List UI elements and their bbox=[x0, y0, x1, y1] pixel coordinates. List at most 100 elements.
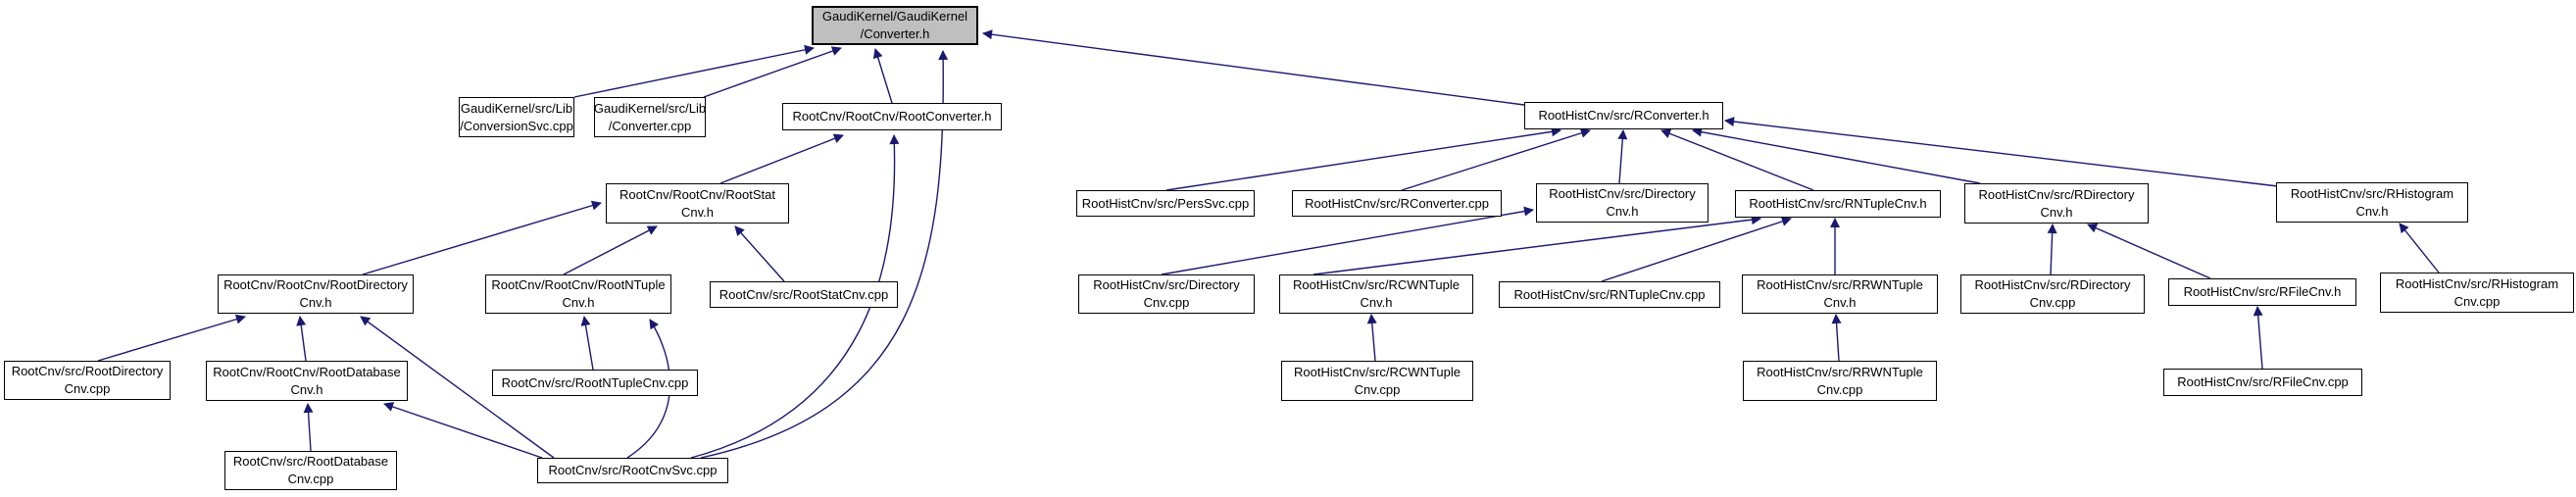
graph-node-label: RootHistCnv/src/RRWNTuple bbox=[1757, 277, 1923, 292]
edge-rfilecnv_h-to-rdirectorycnv_h bbox=[2087, 224, 2211, 279]
graph-node-label: RootCnv/src/RootNTupleCnv.cpp bbox=[501, 374, 689, 390]
edge-rntuplecnv_h-to-rconverter_h bbox=[1660, 128, 1814, 191]
graph-node-label: Cnv.cpp bbox=[2029, 295, 2076, 310]
edge-rcwntuplecnv_cpp-to-rcwntuplecnv_h bbox=[1366, 314, 1377, 362]
graph-node-rfilecnv_cpp[interactable]: RootHistCnv/src/RFileCnv.cpp bbox=[2163, 369, 2362, 396]
graph-node-label: GaudiKernel/src/Lib bbox=[593, 100, 707, 116]
edge-rootconverter_h-to-converter_h bbox=[872, 48, 893, 104]
graph-node-rootstatcnv_cpp[interactable]: RootCnv/src/RootStatCnv.cpp bbox=[710, 281, 898, 308]
edge-rootcnvsvc_cpp-to-converter_h bbox=[700, 50, 949, 459]
graph-node-label: Cnv.h bbox=[562, 295, 595, 310]
graph-node-conversionsvc_cpp[interactable]: GaudiKernel/src/Lib/ConversionSvc.cpp bbox=[459, 97, 574, 137]
graph-node-rootntuplecnv_cpp[interactable]: RootCnv/src/RootNTupleCnv.cpp bbox=[492, 370, 698, 396]
graph-node-label: /Converter.h bbox=[860, 26, 930, 41]
graph-node-label: RootCnv/RootCnv/RootDatabase bbox=[213, 364, 401, 379]
graph-node-label: RootCnv/RootCnv/RootNTuple bbox=[491, 277, 666, 292]
graph-node-label: Cnv.cpp bbox=[287, 472, 334, 486]
graph-node-label: RootHistCnv/src/RDirectory bbox=[1978, 186, 2135, 202]
edge-rntuplecnv_cpp-to-rntuplecnv_h bbox=[1601, 217, 1792, 282]
edge-conversionsvc_cpp-to-converter_h bbox=[573, 44, 815, 98]
graph-node-label: Cnv.h bbox=[2040, 204, 2073, 220]
graph-node-label: RootCnv/RootCnv/RootStat bbox=[619, 186, 775, 202]
graph-node-perssvc_cpp[interactable]: RootHistCnv/src/PersSvc.cpp bbox=[1076, 190, 1255, 217]
edge-rootdirectorycnv_cpp-to-rootdirectorycnv_h bbox=[97, 314, 246, 362]
graph-node-label: Cnv.cpp bbox=[64, 381, 111, 396]
edge-rhistogramcnv_h-to-rconverter_h bbox=[1724, 117, 2279, 187]
graph-node-rootconverter_h[interactable]: RootCnv/RootCnv/RootConverter.h bbox=[782, 103, 1002, 130]
edge-rrwntuplecnv_cpp-to-rrwntuplecnv_h bbox=[1831, 314, 1842, 362]
edge-rconverter_h-to-converter_h bbox=[982, 29, 1525, 106]
graph-node-converter_cpp[interactable]: GaudiKernel/src/Lib/Converter.cpp bbox=[594, 97, 706, 137]
include-edges bbox=[97, 29, 2440, 459]
graph-node-label: RootCnv/src/RootStatCnv.cpp bbox=[718, 286, 889, 302]
edge-rootntuplecnv_h-to-rootstatcnv_h bbox=[563, 225, 658, 275]
graph-node-rootcnvsvc_cpp[interactable]: RootCnv/src/RootCnvSvc.cpp bbox=[537, 458, 728, 483]
edge-rdirectorycnv_h-to-rconverter_h bbox=[1692, 126, 1981, 184]
graph-node-label: RootHistCnv/src/RRWNTuple bbox=[1757, 364, 1923, 379]
graph-node-rntuplecnv_h[interactable]: RootHistCnv/src/RNTupleCnv.h bbox=[1735, 190, 1941, 218]
graph-node-label: GaudiKernel/src/Lib bbox=[460, 100, 573, 116]
graph-node-label: Cnv.h bbox=[2355, 203, 2389, 219]
graph-node-label: RootHistCnv/src/RDirectory bbox=[1974, 277, 2131, 292]
edge-rhistogramcnv_cpp-to-rhistogramcnv_h bbox=[2399, 223, 2440, 273]
graph-node-label: RootCnv/src/RootCnvSvc.cpp bbox=[548, 463, 718, 477]
graph-node-label: RootHistCnv/src/RHistogram bbox=[2290, 185, 2454, 201]
edge-rootcnvsvc_cpp-to-rootdirectorycnv_h bbox=[360, 316, 555, 459]
edge-rootcnvsvc_cpp-to-rootdatabasecnv_h bbox=[383, 402, 543, 459]
edge-rootdatabasecnv_h-to-rootdirectorycnv_h bbox=[296, 316, 307, 362]
edge-rdirectorycnv_cpp-to-rdirectorycnv_h bbox=[2047, 224, 2057, 275]
graph-node-label: RootHistCnv/src/RCWNTuple bbox=[1293, 277, 1460, 292]
graph-node-rconverter_cpp[interactable]: RootHistCnv/src/RConverter.cpp bbox=[1292, 190, 1502, 217]
graph-node-rconverter_h[interactable]: RootHistCnv/src/RConverter.h bbox=[1524, 102, 1723, 129]
graph-node-label: RootHistCnv/src/Directory bbox=[1093, 277, 1240, 292]
graph-node-label: RootCnv/RootCnv/RootConverter.h bbox=[792, 109, 992, 124]
edge-converter_cpp-to-converter_h bbox=[703, 46, 842, 98]
edge-directorycnv_cpp-to-directorycnv_h bbox=[1161, 206, 1534, 275]
graph-node-label: Cnv.h bbox=[290, 381, 323, 397]
graph-node-label: Cnv.cpp bbox=[1816, 381, 1863, 397]
edge-rfilecnv_cpp-to-rfilecnv_h bbox=[2253, 306, 2263, 370]
graph-node-label: Cnv.h bbox=[299, 295, 332, 310]
graph-node-label: RootHistCnv/src/Directory bbox=[1549, 186, 1696, 201]
graph-node-label: RootHistCnv/src/RFileCnv.h bbox=[2183, 284, 2342, 299]
graph-node-label: RootHistCnv/src/RNTupleCnv.cpp bbox=[1513, 286, 1706, 302]
edge-rootdirectorycnv_h-to-rootstatcnv_h bbox=[362, 200, 602, 275]
graph-node-label: /ConversionSvc.cpp bbox=[460, 118, 573, 133]
graph-node-label: RootHistCnv/src/RConverter.h bbox=[1538, 108, 1709, 123]
edge-rootcnvsvc_cpp-to-rootconverter_h bbox=[690, 134, 900, 459]
graph-node-label: /Converter.cpp bbox=[608, 118, 692, 133]
graph-node-label: RootHistCnv/src/PersSvc.cpp bbox=[1081, 195, 1250, 211]
edge-rootdatabasecnv_cpp-to-rootdatabasecnv_h bbox=[303, 403, 314, 452]
graph-node-label: RootHistCnv/src/RConverter.cpp bbox=[1305, 195, 1489, 211]
edge-rconverter_cpp-to-rconverter_h bbox=[1401, 127, 1591, 191]
graph-node-label: RootCnv/src/RootDatabase bbox=[232, 454, 389, 469]
edge-rootstatcnv_cpp-to-rootstatcnv_h bbox=[734, 225, 785, 282]
graph-node-label: Cnv.cpp bbox=[2453, 293, 2501, 309]
graph-node-rfilecnv_h[interactable]: RootHistCnv/src/RFileCnv.h bbox=[2168, 278, 2356, 306]
graph-node-label: Cnv.cpp bbox=[1354, 381, 1401, 397]
graph-node-label: Cnv.h bbox=[1360, 295, 1393, 310]
graph-node-label: RootHistCnv/src/RFileCnv.cpp bbox=[2177, 374, 2349, 389]
graph-node-label: RootHistCnv/src/RCWNTuple bbox=[1294, 364, 1461, 379]
graph-node-rntuplecnv_cpp[interactable]: RootHistCnv/src/RNTupleCnv.cpp bbox=[1499, 281, 1720, 308]
graph-node-label: RootHistCnv/src/RNTupleCnv.h bbox=[1749, 196, 1927, 211]
graph-node-label: GaudiKernel/GaudiKernel bbox=[821, 9, 968, 24]
